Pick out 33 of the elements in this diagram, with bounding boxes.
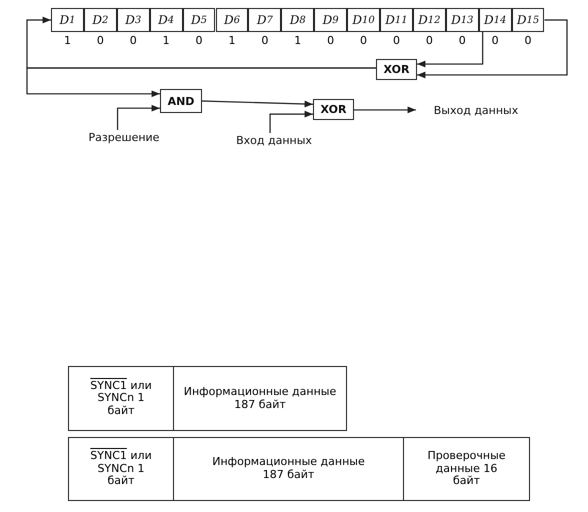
bit-value: 1 [62, 34, 72, 47]
input-label: Разрешение [78, 130, 170, 144]
arrow [269, 110, 313, 133]
output-label: Выход данных [420, 103, 532, 117]
input-label: Вход данных [225, 133, 323, 147]
arrow [202, 100, 314, 108]
bit-value: 0 [392, 34, 401, 47]
table-cell: SYNC1 или SYNCn 1 байт [68, 366, 174, 431]
bit-value: 0 [128, 34, 138, 47]
bit-value: 0 [194, 34, 204, 47]
bit-value: 0 [96, 34, 105, 47]
arrow [116, 104, 160, 130]
arrow [26, 67, 376, 98]
table-cell: Информационные данные 187 байт [173, 437, 404, 501]
table-cell: Проверочные данные 16 байт [403, 437, 530, 501]
table-cell: Информационные данные 187 байт [173, 366, 347, 431]
bit-value: 1 [162, 34, 171, 47]
bit-value: 0 [359, 34, 368, 47]
bit-value: 0 [524, 34, 533, 47]
and-gate: AND [160, 89, 202, 113]
xor-gate: XOR [376, 59, 417, 80]
bit-value: 1 [227, 34, 236, 47]
bit-value: 0 [490, 34, 500, 47]
arrow [417, 32, 484, 68]
bit-value: 1 [293, 34, 302, 47]
arrow [417, 19, 568, 78]
bit-value: 0 [326, 34, 336, 47]
bit-value: 0 [424, 34, 434, 47]
xor-gate: XOR [313, 99, 354, 120]
arrow [354, 106, 417, 114]
bit-value: 0 [458, 34, 467, 47]
bit-value: 0 [260, 34, 270, 47]
table-cell: SYNC1 или SYNCn 1 байт [68, 437, 174, 501]
